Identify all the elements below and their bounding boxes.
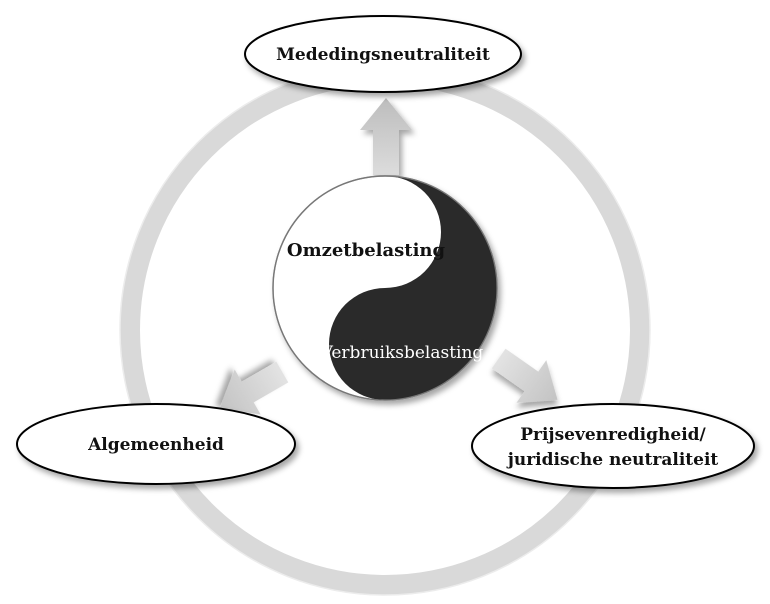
arrow-up	[360, 98, 412, 175]
node-right-ellipse	[471, 403, 755, 489]
node-top-ellipse	[244, 15, 522, 93]
node-right-label-line2: juridische neutraliteit	[506, 450, 719, 470]
arrow-lower-left	[219, 361, 289, 415]
verbruiksbelasting-label: Verbruiksbelasting	[320, 343, 484, 363]
omzetbelasting-label: Omzetbelasting	[287, 240, 446, 261]
node-top-label: Mededingsneutraliteit	[276, 45, 490, 65]
node-left-ellipse	[16, 403, 296, 485]
node-left-label: Algemeenheid	[87, 435, 224, 455]
node-right-label-line1: Prijsevenredigheid/	[520, 425, 706, 445]
yin-yang	[272, 175, 498, 401]
arrow-lower-right	[491, 348, 558, 403]
yin-yang-dark-half	[329, 176, 497, 400]
